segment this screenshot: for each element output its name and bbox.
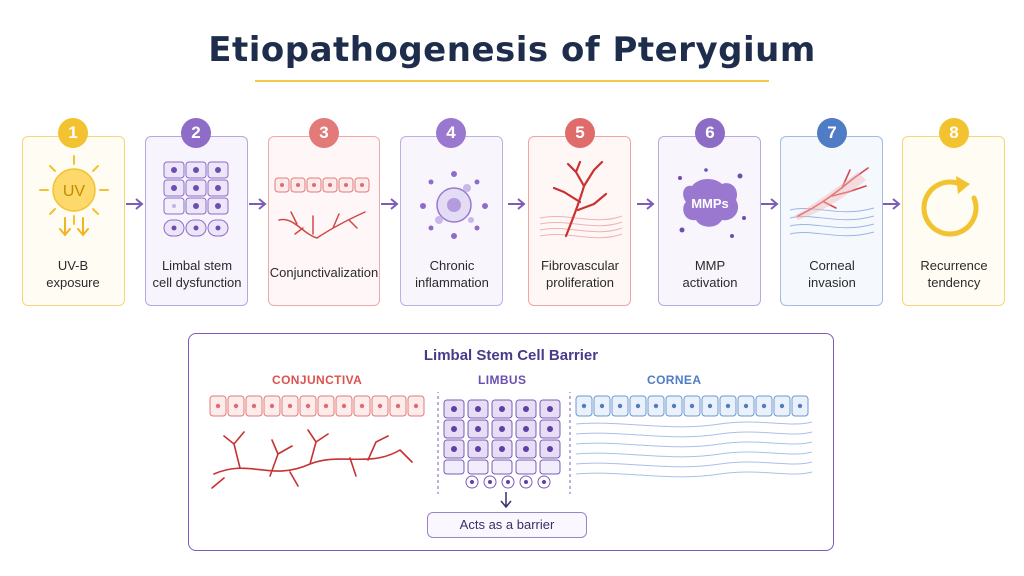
step-card-5 — [528, 136, 631, 306]
step-badge-8: 8 — [939, 118, 969, 148]
arrow-right-icon — [637, 198, 655, 210]
fibrovascular-vessel-icon — [539, 160, 623, 239]
mmp-enzyme-icon: MMPs — [678, 168, 746, 238]
barrier-title: Limbal Stem Cell Barrier — [423, 347, 599, 364]
conjunctival-vessels — [211, 429, 413, 489]
inflammation-cell-icon — [420, 171, 488, 239]
step-badge-1: 1 — [58, 118, 88, 148]
arrow-right-icon — [126, 198, 144, 210]
title-underline — [255, 80, 769, 82]
step-badge-4: 4 — [436, 118, 466, 148]
barrier-caption: Acts as a barrier — [427, 512, 587, 538]
conjunctiva-epithelium — [209, 395, 425, 417]
step-badge-6: 6 — [695, 118, 725, 148]
step-label-3: Conjunctivalization — [269, 265, 379, 280]
arrow-right-icon — [249, 198, 267, 210]
uv-sun-icon: UV — [39, 155, 109, 237]
page-title: Etiopathogenesis of Pterygium — [208, 30, 816, 70]
arrow-right-icon — [381, 198, 399, 210]
step-badge-7: 7 — [817, 118, 847, 148]
arrow-down-icon — [500, 492, 512, 509]
recurrence-cycle-icon — [921, 176, 979, 237]
conjunctivalization-icon — [274, 177, 370, 239]
corneal-stroma — [575, 421, 813, 478]
arrow-right-icon — [761, 198, 779, 210]
conjunctiva-label: CONJUNCTIVA — [272, 373, 363, 387]
arrow-right-icon — [508, 198, 526, 210]
arrow-right-icon — [883, 198, 901, 210]
step-badge-5: 5 — [565, 118, 595, 148]
step-card-7 — [780, 136, 883, 306]
step-card-3 — [268, 136, 380, 306]
limbal-barrier-panel — [188, 333, 834, 551]
limbal-barrier-illustration — [209, 392, 813, 509]
limbus-label: LIMBUS — [478, 373, 527, 387]
sun-uv-text: UV — [63, 183, 86, 200]
cornea-label: CORNEA — [647, 373, 702, 387]
corneal-invasion-icon — [789, 167, 875, 237]
step-badge-2: 2 — [181, 118, 211, 148]
stem-cell-grid-icon — [163, 161, 229, 237]
mmp-text: MMPs — [691, 196, 729, 211]
step-badge-3: 3 — [309, 118, 339, 148]
